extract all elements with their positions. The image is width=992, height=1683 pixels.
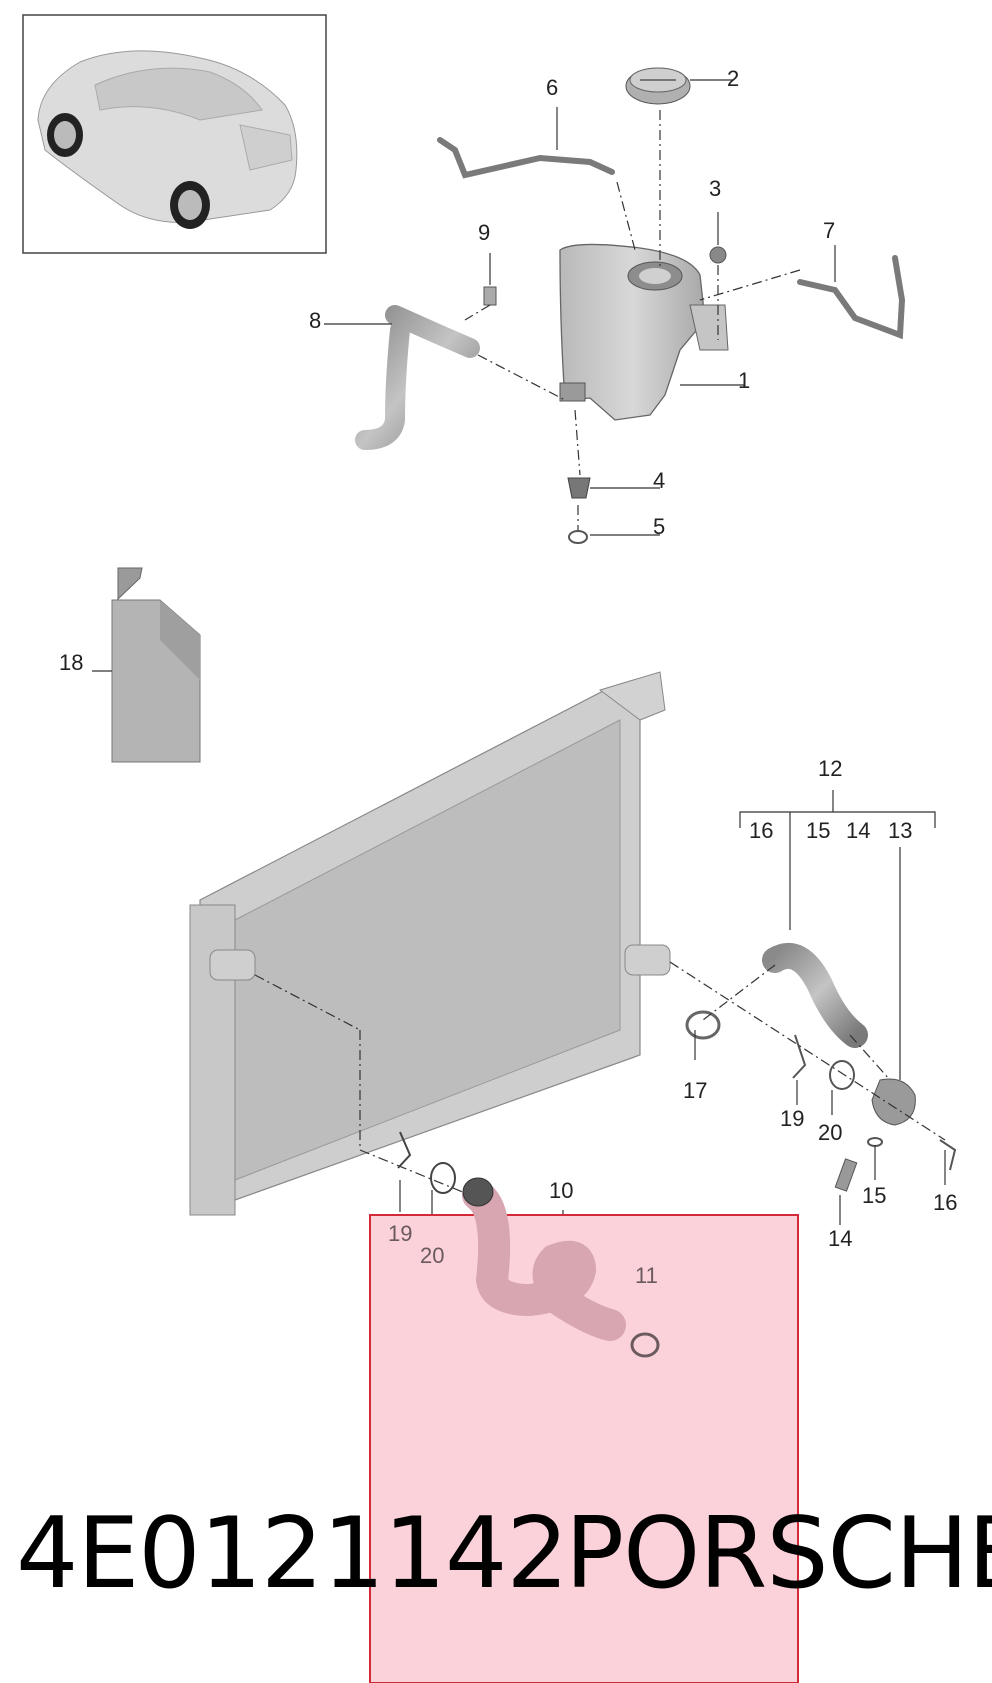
sensor-14 — [834, 1158, 858, 1192]
vent-hose-6 — [437, 137, 615, 179]
callout-13: 13 — [888, 818, 913, 843]
oring-20-left — [430, 1162, 456, 1194]
callout-1: 1 — [738, 368, 751, 393]
coolant-hose-8 — [355, 305, 480, 450]
hose-assembly-12 — [762, 943, 868, 1048]
clip-19-left — [397, 1131, 412, 1169]
vent-hose-7 — [797, 255, 906, 340]
callout-10: 10 — [549, 1178, 574, 1203]
callout-16-bottom: 16 — [933, 1190, 958, 1215]
callout-11: 11 — [635, 1263, 658, 1288]
callout-15-bottom: 15 — [862, 1183, 887, 1208]
callout-16-top: 16 — [749, 818, 774, 843]
assembly-lines-top — [464, 110, 801, 530]
coolant-hose-10 — [462, 1179, 626, 1341]
callout-4: 4 — [653, 468, 666, 493]
callout-19-left: 19 — [388, 1221, 413, 1246]
callout-6: 6 — [546, 75, 559, 100]
callout-2: 2 — [727, 66, 740, 91]
callout-19-right: 19 — [780, 1106, 805, 1131]
vehicle-thumbnail — [22, 14, 327, 254]
hose-10-end — [462, 1177, 494, 1207]
grommet-3 — [709, 246, 727, 264]
callout-20-left: 20 — [420, 1243, 445, 1268]
coolant-bottle — [92, 567, 201, 763]
oring-15 — [867, 1137, 883, 1147]
expansion-tank — [559, 243, 729, 421]
part-number-caption: 4E0121142 — [16, 1497, 569, 1611]
seal-5 — [568, 530, 588, 544]
sensor-4 — [567, 477, 591, 499]
clip-16-right — [939, 1139, 957, 1171]
callout-9: 9 — [478, 220, 491, 245]
callout-17: 17 — [683, 1078, 708, 1103]
cap-part — [625, 67, 691, 105]
callout-8: 8 — [309, 308, 322, 333]
clip-19-right — [792, 1034, 807, 1079]
callout-7: 7 — [823, 218, 836, 243]
callout-leaders-top — [324, 79, 836, 536]
callout-5: 5 — [653, 514, 666, 539]
brand-caption: PORSCHE — [565, 1497, 992, 1611]
screw-9 — [483, 286, 497, 306]
callout-12: 12 — [818, 756, 843, 781]
callout-14: 14 — [846, 818, 871, 843]
clamp-17 — [685, 1010, 721, 1040]
radiator — [189, 671, 671, 1216]
oring-20-right — [829, 1060, 855, 1090]
callout-20-right: 20 — [818, 1120, 843, 1145]
callout-14-bottom: 14 — [828, 1226, 853, 1251]
callout-18: 18 — [59, 650, 84, 675]
callout-3: 3 — [709, 176, 722, 201]
clip-11 — [630, 1332, 660, 1358]
callout-15-top: 15 — [806, 818, 831, 843]
thermostat-13 — [871, 1078, 916, 1126]
